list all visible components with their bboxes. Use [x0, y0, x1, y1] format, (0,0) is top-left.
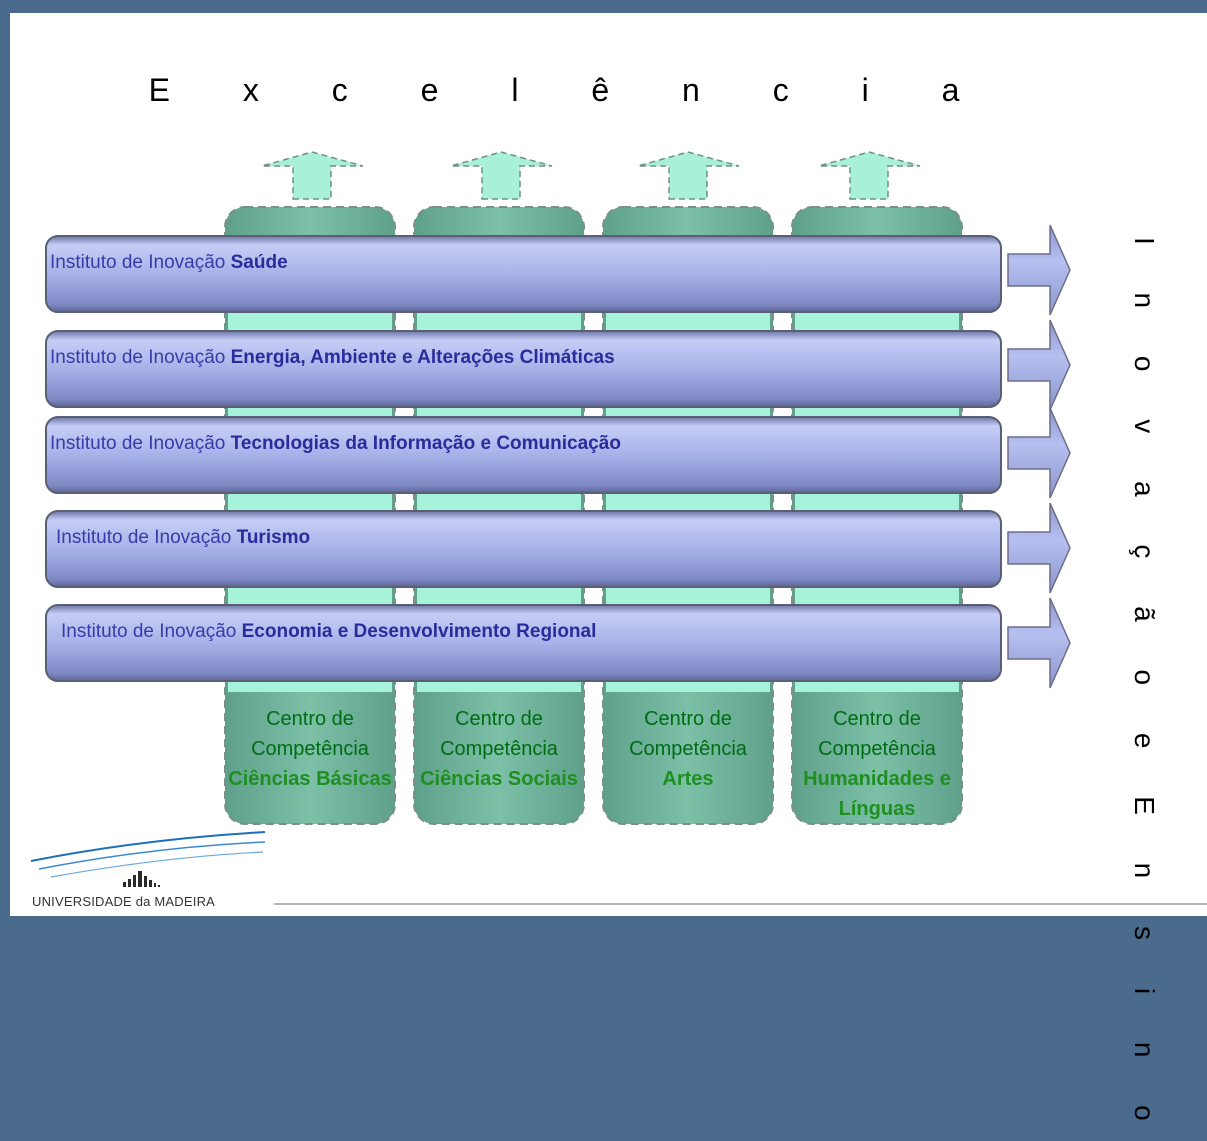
bottom-divider	[274, 903, 1207, 905]
instituto-bar-2	[45, 330, 1002, 408]
inovacao-ensino-label: I n o v a ç ã o e E n s i n o	[1129, 237, 1160, 1141]
centro-line2: Competência	[251, 738, 369, 760]
instituto-bar-4	[45, 510, 1002, 588]
instituto-label-4: Instituto de Inovação Turismo	[56, 527, 310, 549]
centro-line1: Centro de	[455, 708, 543, 730]
centro-name: Ciências Básicas	[228, 768, 392, 790]
instituto-label-5: Instituto de Inovação Economia e Desenvo…	[61, 621, 596, 643]
right-arrows	[1007, 224, 1071, 689]
up-arrow-1	[261, 151, 364, 200]
instituto-name: Turismo	[236, 527, 311, 548]
instituto-bars	[45, 235, 1002, 682]
right-arrow-1	[1007, 224, 1071, 316]
centro-line1: Centro de	[644, 708, 732, 730]
instituto-prefix: Instituto de Inovação	[50, 252, 226, 273]
logo-text: UNIVERSIDADE da MADEIRA	[32, 894, 216, 909]
up-arrow-4	[818, 151, 921, 200]
centro-label-2: Centro de Competência Ciências Sociais	[417, 704, 581, 794]
instituto-name: Tecnologias da Informação e Comunicação	[230, 433, 621, 454]
excelencia-label: E x c e l ê n c i a	[148, 72, 992, 108]
instituto-bar-5	[45, 604, 1002, 682]
right-arrow-2	[1007, 319, 1071, 411]
centro-label-1: Centro de Competência Ciências Básicas	[228, 704, 392, 794]
instituto-label-1: Instituto de Inovação Saúde	[50, 252, 288, 274]
centro-line2: Competência	[440, 738, 558, 760]
instituto-label-3: Instituto de Inovação Tecnologias da Inf…	[50, 433, 621, 455]
centro-name: Humanidades e Línguas	[803, 768, 951, 820]
right-arrow-3	[1007, 407, 1071, 499]
centro-line2: Competência	[818, 738, 936, 760]
university-logo: UNIVERSIDADE da MADEIRA	[23, 826, 273, 916]
right-arrow-5	[1007, 597, 1071, 689]
instituto-name: Energia, Ambiente e Alterações Climática…	[230, 347, 615, 368]
instituto-prefix: Instituto de Inovação	[50, 433, 226, 454]
instituto-name: Saúde	[230, 252, 288, 273]
centro-name: Artes	[662, 768, 714, 790]
up-arrow-3	[637, 151, 740, 200]
right-arrow-4	[1007, 502, 1071, 594]
centro-line1: Centro de	[833, 708, 921, 730]
diagram	[45, 151, 1071, 825]
instituto-bar-1	[45, 235, 1002, 313]
up-arrows	[261, 151, 921, 200]
instituto-prefix: Instituto de Inovação	[56, 527, 232, 548]
instituto-bar-3	[45, 416, 1002, 494]
centro-line2: Competência	[629, 738, 747, 760]
centro-name: Ciências Sociais	[420, 768, 578, 790]
inovacao-ensino-label-box: I n o v a ç ã o e E n s i n o	[1124, 237, 1164, 1141]
instituto-label-2: Instituto de Inovação Energia, Ambiente …	[50, 347, 615, 369]
up-arrow-2	[450, 151, 553, 200]
logo-mark-icon	[30, 831, 266, 887]
centro-label-4: Centro de Competência Humanidades e Líng…	[795, 704, 959, 824]
instituto-name: Economia e Desenvolvimento Regional	[241, 621, 597, 642]
instituto-prefix: Instituto de Inovação	[61, 621, 237, 642]
instituto-prefix: Instituto de Inovação	[50, 347, 226, 368]
centro-label-3: Centro de Competência Artes	[606, 704, 770, 794]
centro-line1: Centro de	[266, 708, 354, 730]
